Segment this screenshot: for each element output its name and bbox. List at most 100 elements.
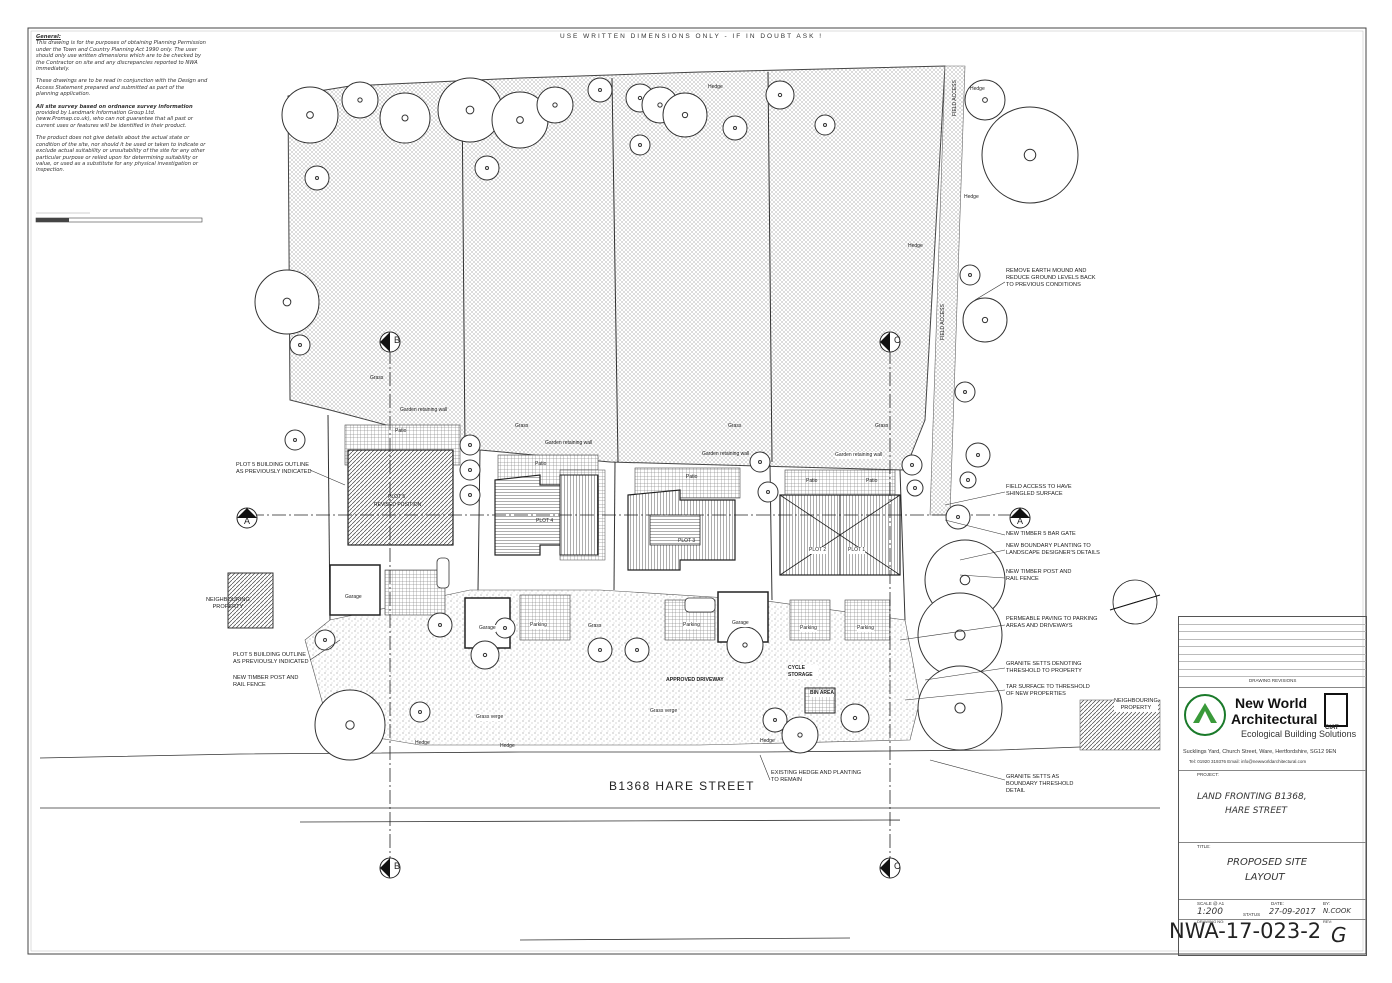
plot-2-label: PLOT 2 <box>809 547 827 554</box>
new-gate-note: NEW TIMBER 5 BAR GATE <box>1006 531 1076 537</box>
company-contact: Tel: 01920 319376 Email: info@newworldar… <box>1189 759 1307 764</box>
plot-3-building <box>627 489 736 571</box>
company-logo: New World Architectural Ecological Build… <box>1179 689 1366 747</box>
tree-trunk-mark <box>638 143 642 147</box>
drawing-number: NWA-17-023-2 <box>1169 919 1322 943</box>
neighbouring-left-note: NEIGHBOURING PROPERTY <box>206 597 250 610</box>
tree-trunk-mark <box>852 715 858 721</box>
tree-trunk-mark <box>1023 148 1037 162</box>
plot-5-label: PLOT 5 <box>388 494 406 500</box>
notes-title: General: <box>36 34 61 40</box>
section-marker-b-top: B <box>394 335 401 345</box>
tree-trunk-mark <box>963 390 967 394</box>
patio-label: Patio <box>686 474 698 480</box>
parking-label: Parking <box>530 622 547 629</box>
approved-driveway-label: APPROVED DRIVEWAY <box>666 677 724 683</box>
plot-1-label: PLOT 1 <box>848 547 866 554</box>
tree-trunk-mark <box>742 642 748 648</box>
tree-trunk-mark <box>503 626 507 630</box>
field-access-label: FIELD ACCESS <box>952 80 958 116</box>
garden-wall-label: Garden retaining wall <box>400 407 448 413</box>
plot5-outline-bottom-note: PLOT 5 BUILDING OUTLINE AS PREVIOUSLY IN… <box>233 652 309 665</box>
revisions-title: DRAWING REVISIONS <box>1249 678 1297 683</box>
tree-trunk-mark <box>438 623 442 627</box>
section-marker-a-right: A <box>1017 516 1024 526</box>
by-value: N.COOK <box>1323 907 1351 915</box>
tree-trunk-mark <box>773 718 777 722</box>
post-rail-left-note: NEW TIMBER POST AND RAIL FENCE <box>233 675 299 688</box>
grass-label: Grass <box>875 423 889 429</box>
grass-label: Grass <box>370 375 384 381</box>
title-line-2: LAYOUT <box>1245 872 1285 883</box>
garden-wall-label: Garden retaining wall <box>702 451 750 457</box>
tree-trunk-mark <box>637 95 643 101</box>
leaf-logo-icon <box>1184 694 1226 736</box>
tree-trunk-mark <box>552 102 558 108</box>
project-label: PROJECT: <box>1197 772 1219 777</box>
existing-hedge-note: EXISTING HEDGE AND PLANTING TO REMAIN <box>771 770 862 783</box>
drawing-no-label: DRAWING NO: <box>1197 919 1225 924</box>
parking-label: Parking <box>800 625 817 632</box>
tree-trunk-mark <box>981 316 989 324</box>
patio-label: Patio <box>395 428 407 434</box>
garage-label: Garage <box>345 594 362 601</box>
date-label: DATE: <box>1271 901 1284 906</box>
company-name-1: New World <box>1235 695 1308 711</box>
tree-trunk-mark <box>516 116 524 124</box>
section-marker-c-top: C <box>894 335 901 345</box>
tree-trunk-mark <box>323 638 327 642</box>
grass-label: Grass <box>728 423 742 429</box>
road-label: B1368 HARE STREET <box>609 779 755 793</box>
garage-label: Garage <box>732 620 749 627</box>
hedge-label: Hedge <box>760 738 775 744</box>
plot-1-2-building <box>779 494 901 576</box>
tree-trunk-mark <box>635 648 639 652</box>
garden-wall-label: Garden retaining wall <box>545 440 593 446</box>
cycle-storage-label: CYCLE STORAGE <box>788 665 818 679</box>
permeable-paving-note: PERMEABLE PAVING TO PARKING AREAS AND DR… <box>1006 616 1098 629</box>
tree-trunk-mark <box>598 648 602 652</box>
plot-3-label: PLOT 3 <box>678 538 696 544</box>
status-label: STATUS <box>1243 912 1261 917</box>
garage-label: Garage <box>479 625 496 632</box>
tree-trunk-mark <box>913 486 917 490</box>
general-notes: General:This drawing is for the purposes… <box>36 34 208 180</box>
section-marker-b-bottom: B <box>394 861 401 871</box>
tree-trunk-mark <box>823 123 827 127</box>
tree-trunk-mark <box>959 574 971 586</box>
tree-trunk-mark <box>954 702 966 714</box>
tree-trunk-mark <box>968 273 972 277</box>
tree-trunk-mark <box>357 97 363 103</box>
tree-trunk-mark <box>345 720 355 730</box>
notes-paragraph-4: The product does not give details about … <box>36 135 206 174</box>
tree-trunk-mark <box>401 114 409 122</box>
granite-boundary-note: GRANITE SETTS AS BOUNDARY THRESHOLD DETA… <box>1006 774 1074 794</box>
tree-trunk-mark <box>418 710 422 714</box>
date-value: 27-09-2017 <box>1269 907 1316 916</box>
revision-table <box>1179 617 1366 677</box>
patio-label: Patio <box>535 461 547 467</box>
dimension-note: USE WRITTEN DIMENSIONS ONLY - IF IN DOUB… <box>560 33 824 40</box>
project-line-2: HARE STREET <box>1225 806 1288 816</box>
tree-trunk-mark <box>976 453 980 457</box>
scale-bar <box>35 212 203 223</box>
grass-label: Grass <box>515 423 529 429</box>
hedge-label: Hedge <box>708 84 723 90</box>
tree-trunk-mark <box>485 166 489 170</box>
ciat-label: CIAT <box>1325 725 1339 731</box>
tree-trunk-mark <box>758 460 762 464</box>
tree-trunk-mark <box>797 732 803 738</box>
section-marker-c-bottom: C <box>894 861 901 871</box>
hedge-label: Hedge <box>908 243 923 249</box>
tree-trunk-mark <box>956 515 960 519</box>
hedge-label: Hedge <box>970 86 985 92</box>
company-address: Sucklings Yard, Church Street, Ware, Her… <box>1183 749 1337 755</box>
rev-label: REV: <box>1323 919 1333 924</box>
notes-paragraph-2: These drawings are to be read in conjunc… <box>36 78 208 98</box>
company-name-2: Architectural <box>1231 711 1318 727</box>
grass-verge-label: Grass verge <box>476 714 504 721</box>
post-rail-right-note: NEW TIMBER POST AND RAIL FENCE <box>1006 569 1072 582</box>
plot5-outline-top-note: PLOT 5 BUILDING OUTLINE AS PREVIOUSLY IN… <box>236 462 312 475</box>
